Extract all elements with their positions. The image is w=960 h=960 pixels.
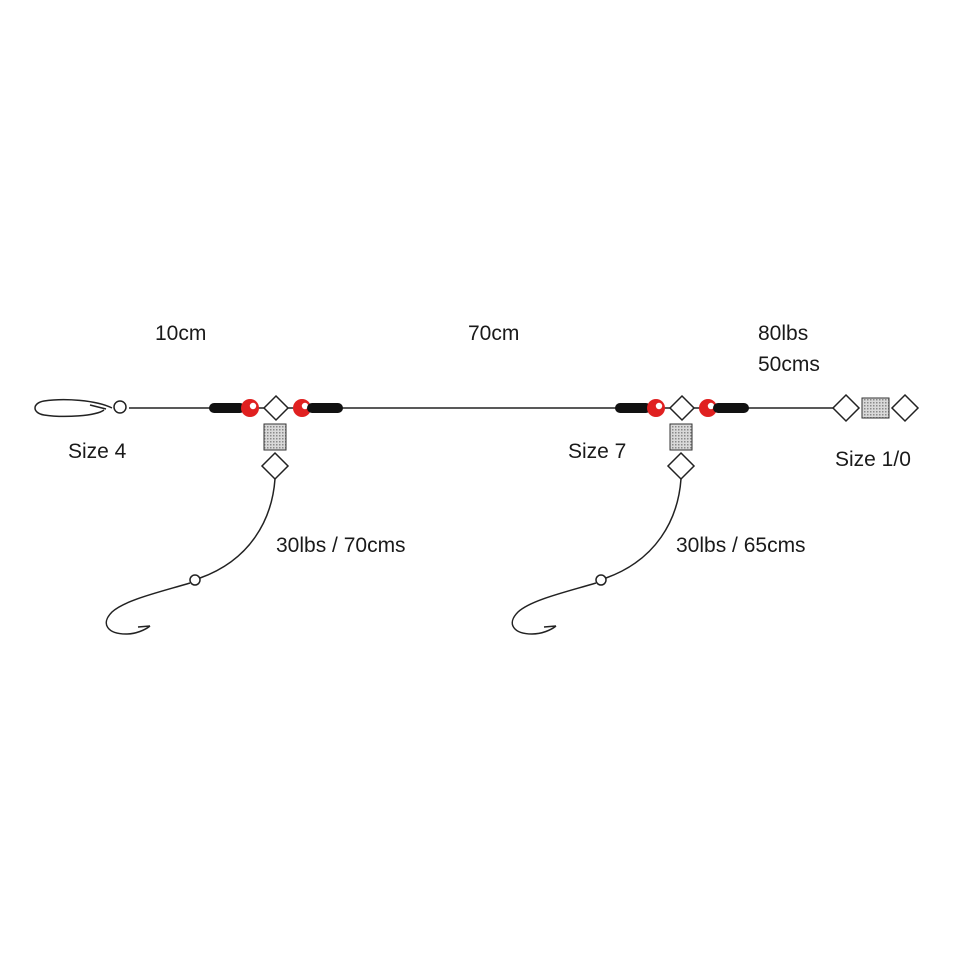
rubber-stop-icon [713,403,749,413]
first-length-label: 10cm [155,322,207,345]
right-snood-label: 30lbs / 65cms [676,534,806,557]
end-swivel-icon [831,393,920,423]
right-snood [511,478,682,635]
bead-icon [647,399,665,417]
bead-icon [699,399,717,417]
right-junction [615,394,749,481]
snood-line [199,478,276,579]
snood-line [605,478,682,579]
end-swivel-size-label: Size 1/0 [835,448,911,471]
hook-eye-icon [189,574,201,586]
hook-icon [105,582,191,635]
swivel-barrel-icon [669,423,693,451]
clip-size-label: Size 4 [68,440,127,463]
left-junction [209,394,343,481]
rubber-stop-icon [615,403,651,413]
bead-icon [241,399,259,417]
left-snood [105,478,276,635]
bead-icon [293,399,311,417]
middle-swivel-size-label: Size 7 [568,440,627,463]
snood-swivel-ring-icon [260,451,290,481]
rubber-stop-icon [209,403,245,413]
three-way-swivel-ring-icon [262,394,290,422]
hook-icon [511,582,597,635]
left-snood-label: 30lbs / 70cms [276,534,406,557]
main-length-label: 70cm [468,322,520,345]
clip-icon [34,398,127,418]
rubber-stop-icon [307,403,343,413]
three-way-swivel-ring-icon [668,394,696,422]
snood-swivel-ring-icon [666,451,696,481]
hook-eye-icon [595,574,607,586]
mainline-strength-label: 80lbs [758,322,809,345]
swivel-barrel-icon [263,423,287,451]
mainline-length-label: 50cms [758,353,820,376]
